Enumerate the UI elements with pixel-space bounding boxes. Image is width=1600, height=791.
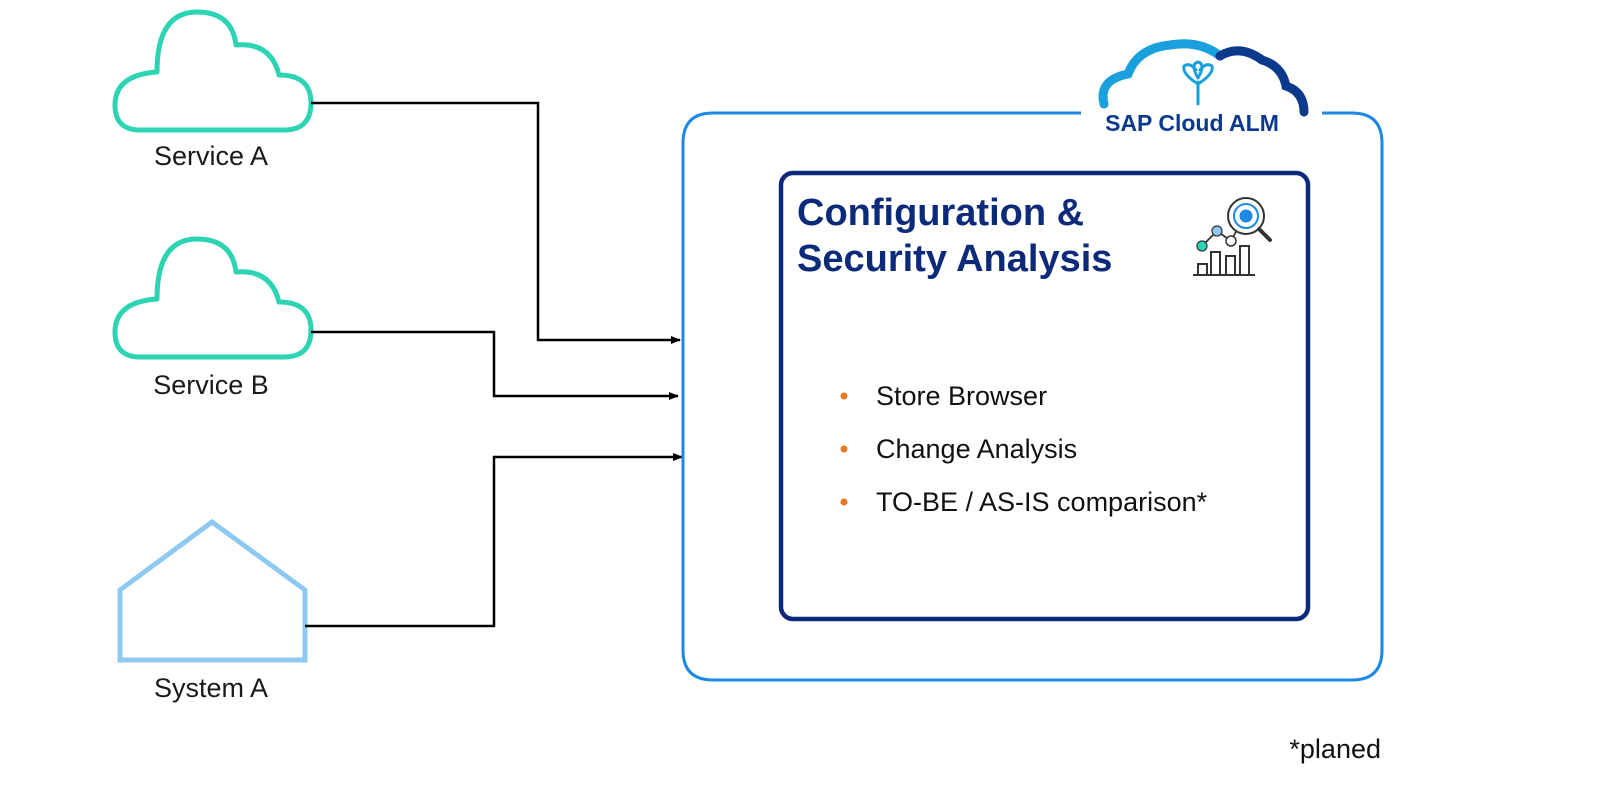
module-title-line2: Security Analysis [797,238,1112,280]
footnote: *planed [1289,734,1381,764]
bullet-icon [840,392,848,400]
feature-label: TO-BE / AS-IS comparison* [876,487,1208,517]
source-label: Service A [154,141,268,171]
house-icon [117,518,308,663]
platform-frame: SAP Cloud ALM [681,39,1384,682]
bullet-icon [840,445,848,453]
sap-cloud-alm-logo-icon [1098,39,1309,117]
cloud-icon [112,236,314,360]
analytics-magnifier-icon [1193,197,1272,276]
platform-name: SAP Cloud ALM [1105,110,1279,136]
module-title-line1: Configuration & [797,192,1084,234]
list-item: TO-BE / AS-IS comparison* [840,487,1208,517]
source-service-b: Service B [112,236,314,400]
connector-service-b [311,330,679,400]
bullet-icon [840,498,848,506]
feature-label: Store Browser [876,381,1047,411]
module-panel: Configuration & Security Analysis Store [778,170,1311,622]
cloud-icon [112,9,314,133]
connector-system-a [305,453,683,628]
list-item: Change Analysis [840,434,1077,464]
source-system-a: System A [117,518,308,703]
source-label: Service B [153,370,269,400]
platform-frame-border [681,111,1384,682]
feature-list: Store Browser Change Analysis TO-BE / AS… [840,381,1208,517]
feature-label: Change Analysis [876,434,1077,464]
source-service-a: Service A [112,9,314,171]
source-label: System A [154,673,268,703]
module-panel-border [778,170,1311,622]
list-item: Store Browser [840,381,1047,411]
connector-service-a [311,101,681,344]
